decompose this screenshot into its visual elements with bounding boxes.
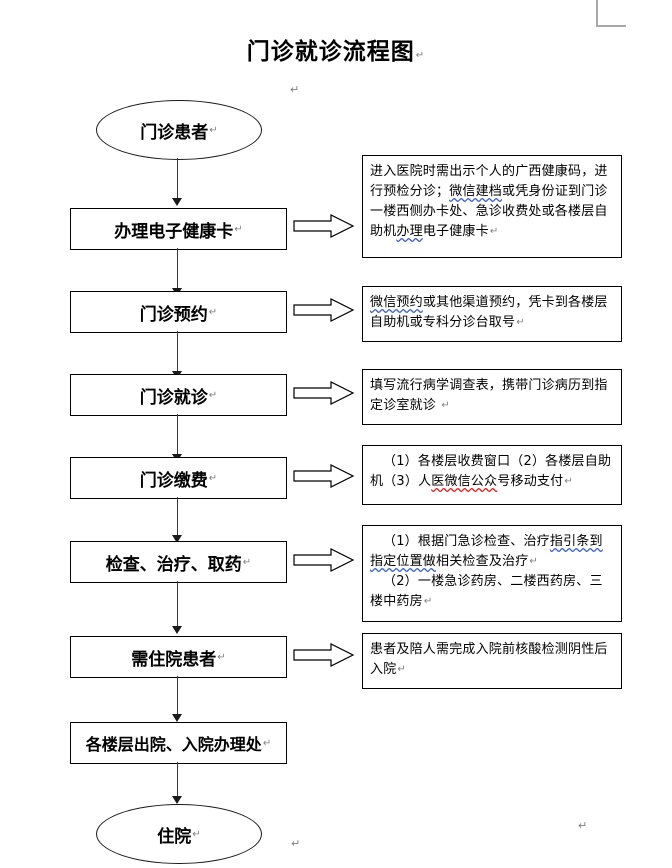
flow-node-step-2-label: 门诊预约	[139, 304, 208, 324]
note-3-body: 填写流行病学调查表，携带门诊病历到指定诊室就诊	[370, 378, 608, 413]
connector-step7-to-end	[177, 762, 179, 799]
flow-node-step-3[interactable]: 门诊就诊↵	[70, 374, 287, 416]
note-box-inpatient: 患者及陪人需完成入院前核酸检测阴性后入院↵	[362, 633, 622, 689]
pilcrow-node-step-6: ↵	[217, 651, 226, 663]
flow-node-step-7[interactable]: 各楼层出院、入院办理处↵	[70, 722, 287, 764]
note-5-paragraph-1: （1）根据门急诊检查、治疗指引条到指定位置做相关检查及治疗↵	[370, 532, 614, 572]
flow-node-start[interactable]: 门诊患者↵	[96, 100, 262, 160]
flow-node-step-3-label: 门诊就诊	[139, 387, 208, 407]
note-box-consultation: 填写流行病学调查表，携带门诊病历到指定诊室就诊 ↵	[362, 369, 622, 425]
pilcrow-note-2: ↵	[516, 317, 525, 328]
pilcrow-note-3: ↵	[441, 400, 450, 411]
pilcrow-node-step-3: ↵	[208, 389, 218, 401]
block-arrow-to-note-3	[293, 380, 355, 406]
flow-node-step-5[interactable]: 检查、治疗、取药↵	[70, 541, 287, 583]
pilcrow-node-step-5: ↵	[242, 556, 252, 568]
pilcrow-note-6: ↵	[397, 664, 406, 675]
note-box-health-card: 进入医院时需出示个人的广西健康码，进行预检分诊；微信建档或凭身份证到门诊一楼西侧…	[362, 155, 622, 258]
flow-node-start-label: 门诊患者	[140, 122, 209, 142]
note-box-appointment: 微信预约或其他渠道预约，凭卡到各楼层自助机或专科分诊台取号↵	[362, 286, 622, 342]
flow-node-step-4-label: 门诊缴费	[139, 470, 208, 490]
note-5-p1-part-1: （1）根据门急诊检查、治疗	[383, 534, 550, 549]
pilcrow-note-4: ↵	[564, 476, 573, 487]
page-title-text: 门诊就诊流程图	[246, 39, 415, 64]
note-6-text: 患者及陪人需完成入院前核酸检测阴性后入院↵	[370, 640, 614, 680]
block-arrow-to-note-6	[293, 642, 355, 668]
note-box-payment: （1）各楼层收费窗口（2）各楼层自助机（3）人医微信公众号移动支付↵	[362, 445, 622, 505]
pilcrow-note-1: ↵	[489, 226, 499, 237]
note-box-exam-treat-medicine: （1）根据门急诊检查、治疗指引条到指定位置做相关检查及治疗↵ （2）一楼急诊药房…	[362, 525, 622, 622]
flow-node-step-2[interactable]: 门诊预约↵	[70, 291, 287, 333]
note-5-spellcheck-blue-2: 指定位置做	[370, 554, 437, 569]
flow-node-step-1-label: 办理电子健康卡	[114, 221, 234, 241]
arrowhead-step4-to-step5	[172, 535, 182, 543]
flow-node-step-7-label: 各楼层出院、入院办理处	[85, 737, 262, 754]
flow-node-step-4[interactable]: 门诊缴费↵	[70, 457, 287, 499]
note-2-text: 微信预约或其他渠道预约，凭卡到各楼层自助机或专科分诊台取号↵	[370, 293, 614, 333]
connector-step6-to-step7	[177, 676, 179, 718]
pilcrow-note-5-p1: ↵	[529, 556, 539, 567]
pilcrow-node-step-1: ↵	[234, 223, 243, 235]
block-arrow-to-note-5	[293, 547, 355, 573]
flow-node-end[interactable]: 住院↵	[96, 804, 262, 864]
flow-node-step-6[interactable]: 需住院患者↵	[70, 636, 287, 678]
block-arrow-to-note-2	[293, 297, 355, 323]
note-4-part-2: 号移动支付	[497, 474, 564, 489]
pilcrow-note-5-p2: ↵	[423, 596, 433, 607]
flow-node-end-label: 住院	[157, 826, 192, 846]
arrowhead-step6-to-step7	[172, 714, 182, 722]
note-1-part-3: 电子健康卡	[422, 224, 489, 239]
pilcrow-node-step-2: ↵	[208, 306, 218, 318]
connector-step2-to-step3	[177, 331, 179, 373]
note-6-body: 患者及陪人需完成入院前核酸检测阴性后入院	[370, 642, 608, 677]
note-1-spellcheck-blue-1: 微信建档	[449, 184, 503, 199]
pilcrow-node-start: ↵	[209, 124, 218, 136]
arrowhead-step7-to-end	[172, 796, 182, 804]
note-5-paragraph-2: （2）一楼急诊药房、二楼西药房、三楼中药房↵	[370, 572, 614, 612]
note-1-spellcheck-blue-2: 办理	[396, 224, 423, 239]
pilcrow-below-title: ↵	[290, 83, 300, 96]
note-5-spellcheck-blue-1: 指引条到	[549, 534, 603, 549]
note-2-rest: 或其他渠道预约，凭卡到各楼层自助机或专科分诊台取号	[370, 295, 608, 330]
connector-step1-to-step2	[177, 248, 179, 290]
pilcrow-node-end: ↵	[192, 828, 201, 840]
arrowhead-start-to-step1	[172, 198, 182, 206]
note-1-part-2: 或凭身份证到门诊一楼西侧办卡处、急诊收费处或各楼层自助机	[370, 184, 608, 239]
connector-step4-to-step5	[177, 497, 179, 539]
note-2-spellcheck-blue: 微信预约	[370, 295, 423, 310]
note-3-text: 填写流行病学调查表，携带门诊病历到指定诊室就诊 ↵	[370, 376, 614, 416]
note-4-spellcheck-red: 医微信公众	[431, 474, 498, 489]
pilcrow-title: ↵	[415, 50, 426, 61]
note-1-text: 进入医院时需出示个人的广西健康码，进行预检分诊；微信建档或凭身份证到门诊一楼西侧…	[370, 162, 614, 242]
connector-step3-to-step4	[177, 414, 179, 456]
connector-start-to-step1	[177, 158, 179, 200]
connector-step5-to-step6	[177, 581, 179, 628]
pilcrow-node-step-7: ↵	[262, 737, 272, 749]
note-4-part-1: （1）各楼层收费窗口（2）各楼层自助机（3）人	[370, 454, 612, 489]
note-4-text: （1）各楼层收费窗口（2）各楼层自助机（3）人医微信公众号移动支付↵	[370, 452, 614, 492]
note-5-p2-body: （2）一楼急诊药房、二楼西药房、三楼中药房	[370, 574, 603, 609]
flow-node-step-1[interactable]: 办理电子健康卡↵	[70, 208, 287, 250]
note-1-part-1: 进入医院时需出示个人的广西健康码，进行预检分诊；	[370, 164, 608, 199]
block-arrow-to-note-4	[293, 463, 355, 489]
page-title: 门诊就诊流程图↵	[0, 32, 672, 66]
pilcrow-bottom-center: ↵	[291, 837, 301, 850]
page-corner-mark	[596, 0, 626, 27]
note-5-p1-part-2: 相关检查及治疗	[436, 554, 529, 569]
flow-node-step-5-label: 检查、治疗、取药	[105, 554, 242, 574]
pilcrow-node-step-4: ↵	[208, 472, 218, 484]
arrowhead-step5-to-step6	[172, 626, 182, 634]
block-arrow-to-note-1	[293, 213, 355, 239]
pilcrow-bottom-right: ↵	[578, 819, 588, 832]
flow-node-step-6-label: 需住院患者	[131, 649, 217, 669]
